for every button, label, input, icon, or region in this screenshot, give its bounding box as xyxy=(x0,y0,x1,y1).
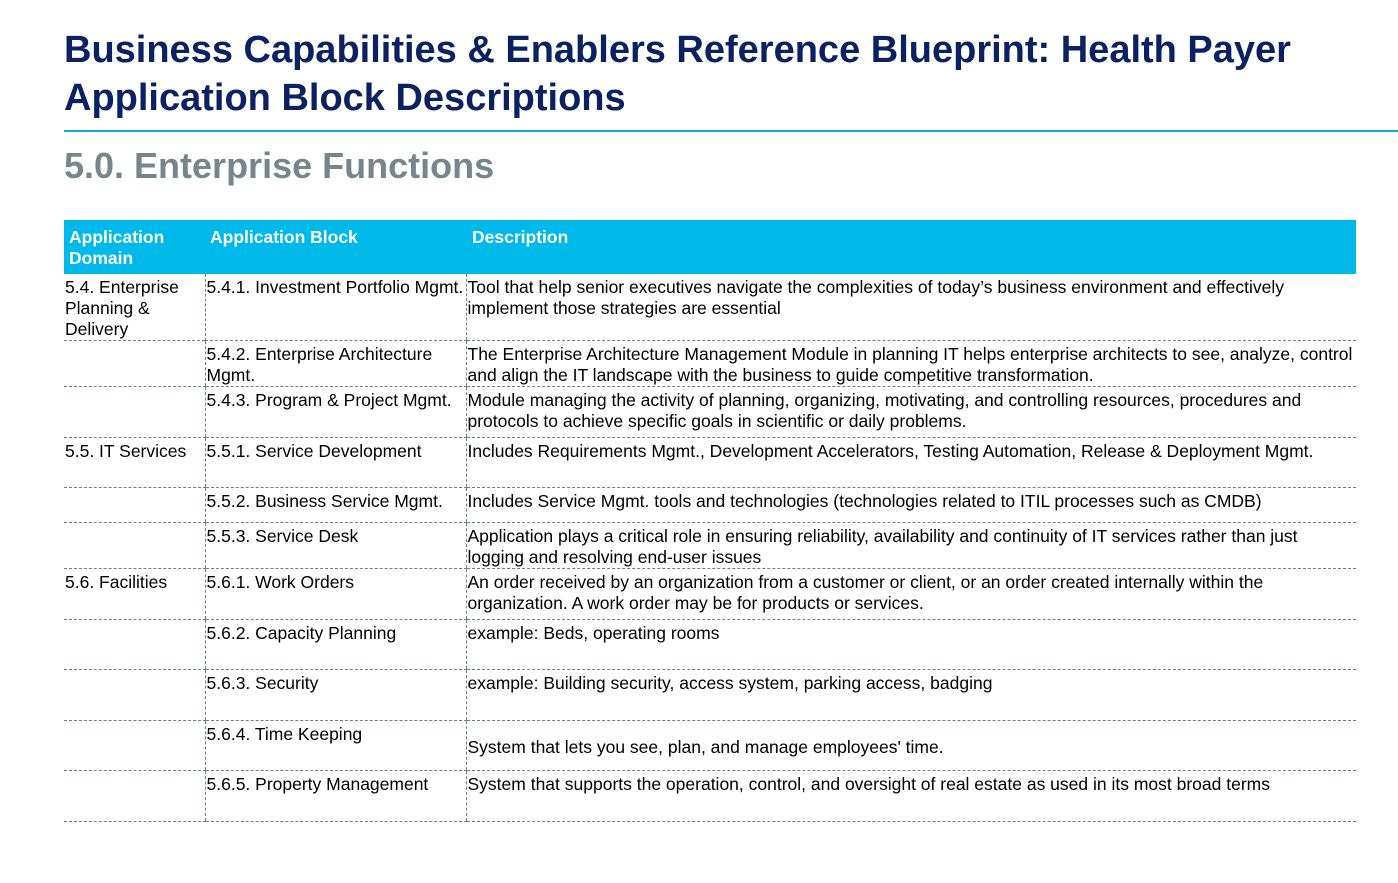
page-title: Business Capabilities & Enablers Referen… xyxy=(64,26,1384,122)
block-cell: 5.6.3. Security xyxy=(204,669,466,721)
block-cell: 5.6.2. Capacity Planning xyxy=(204,619,466,670)
description-cell: Includes Service Mgmt. tools and technol… xyxy=(465,487,1356,523)
header-application-domain: Application Domain xyxy=(64,220,205,274)
block-cell: 5.4.1. Investment Portfolio Mgmt. xyxy=(204,274,466,341)
table-row: 5.4.2. Enterprise Architecture Mgmt. The… xyxy=(64,340,1356,387)
description-cell: example: Beds, operating rooms xyxy=(465,619,1356,670)
description-cell: Application plays a critical role in ens… xyxy=(465,522,1356,569)
table-row: 5.6.4. Time Keeping System that lets you… xyxy=(64,720,1356,771)
table-row: 5.6.5. Property Management System that s… xyxy=(64,770,1356,822)
block-cell: 5.5.2. Business Service Mgmt. xyxy=(204,487,466,523)
domain-cell xyxy=(64,770,205,822)
description-cell: An order received by an organization fro… xyxy=(465,568,1356,620)
page-title-line-2: Application Block Descriptions xyxy=(64,77,626,119)
domain-cell: 5.5. IT Services xyxy=(64,437,205,488)
block-cell: 5.5.3. Service Desk xyxy=(204,522,466,569)
table-row: 5.4. Enterprise Planning & Delivery 5.4.… xyxy=(64,274,1356,341)
block-cell: 5.4.3. Program & Project Mgmt. xyxy=(204,386,466,438)
table-row: 5.4.3. Program & Project Mgmt. Module ma… xyxy=(64,386,1356,438)
page-title-line-1: Business Capabilities & Enablers Referen… xyxy=(64,29,1291,71)
block-cell: 5.4.2. Enterprise Architecture Mgmt. xyxy=(204,340,466,387)
domain-cell xyxy=(64,487,205,523)
block-cell: 5.6.5. Property Management xyxy=(204,770,466,822)
domain-cell: 5.6. Facilities xyxy=(64,568,205,620)
description-cell: The Enterprise Architecture Management M… xyxy=(465,340,1356,387)
section-title: 5.0. Enterprise Functions xyxy=(64,145,495,186)
table-row: 5.6.2. Capacity Planning example: Beds, … xyxy=(64,619,1356,670)
domain-cell xyxy=(64,720,205,771)
domain-cell xyxy=(64,669,205,721)
description-cell: Tool that help senior executives navigat… xyxy=(465,274,1356,341)
table-row: 5.6. Facilities 5.6.1. Work Orders An or… xyxy=(64,568,1356,620)
title-divider xyxy=(64,130,1398,132)
description-cell: System that supports the operation, cont… xyxy=(465,770,1356,822)
header-application-block: Application Block xyxy=(205,220,466,274)
table-row: 5.6.3. Security example: Building securi… xyxy=(64,669,1356,721)
domain-cell: 5.4. Enterprise Planning & Delivery xyxy=(65,277,179,339)
domain-cell xyxy=(64,386,205,438)
table-row: 5.5.3. Service Desk Application plays a … xyxy=(64,522,1356,569)
description-cell: example: Building security, access syste… xyxy=(465,669,1356,721)
header-description: Description xyxy=(466,220,1356,274)
block-cell: 5.5.1. Service Development xyxy=(204,437,466,488)
description-cell: Includes Requirements Mgmt., Development… xyxy=(465,437,1356,488)
application-blocks-table: Application Domain Application Block Des… xyxy=(64,220,1356,822)
block-cell: 5.6.1. Work Orders xyxy=(204,568,466,620)
description-cell: Module managing the activity of planning… xyxy=(465,386,1356,438)
description-cell: System that lets you see, plan, and mana… xyxy=(465,720,1356,771)
table-row: 5.5.2. Business Service Mgmt. Includes S… xyxy=(64,487,1356,523)
table-row: 5.5. IT Services 5.5.1. Service Developm… xyxy=(64,437,1356,488)
table-header-row: Application Domain Application Block Des… xyxy=(64,220,1356,274)
domain-cell xyxy=(64,340,205,387)
block-cell: 5.6.4. Time Keeping xyxy=(204,720,466,771)
domain-cell xyxy=(64,619,205,670)
domain-cell xyxy=(64,522,205,569)
